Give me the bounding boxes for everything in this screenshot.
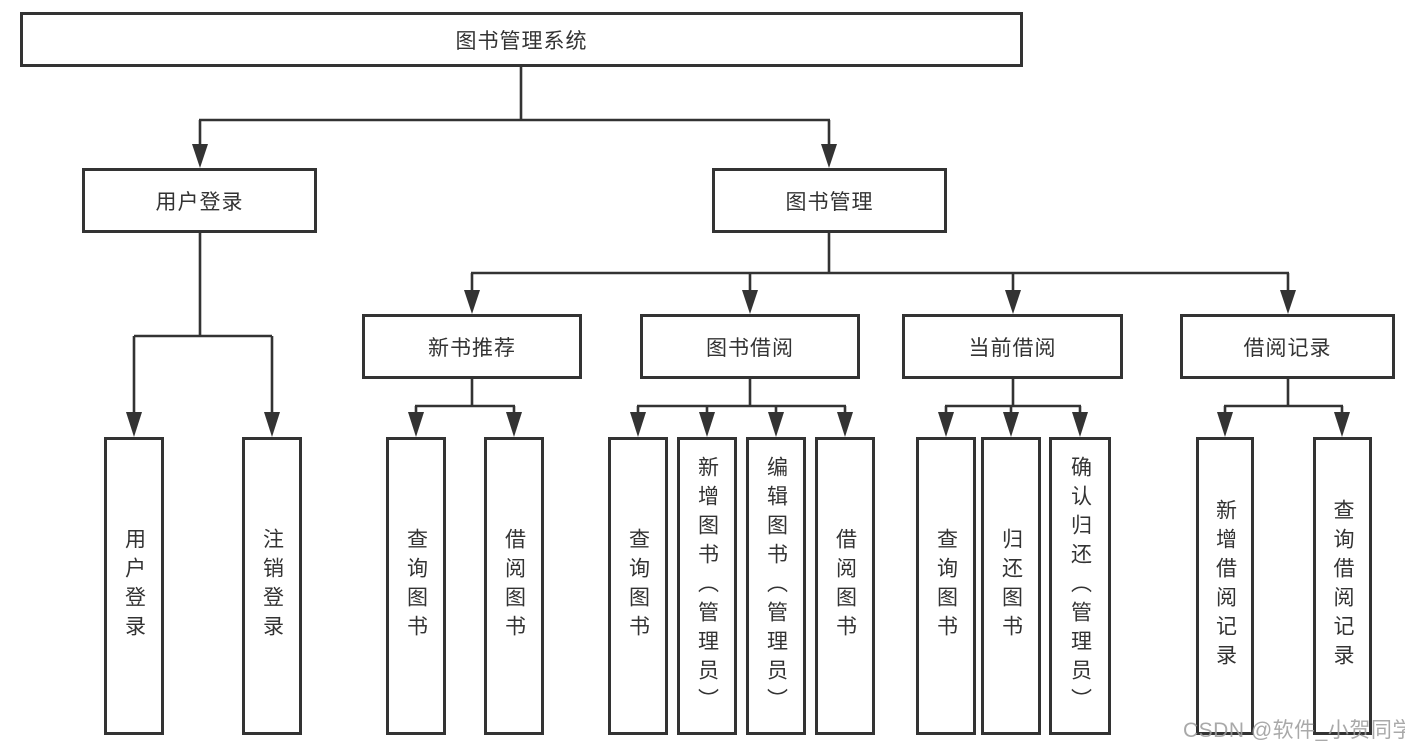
leaf-borrow-book-recommend: 借阅图书 — [484, 437, 544, 735]
node-user-login: 用户登录 — [82, 168, 317, 233]
leaf-borrow-book-recommend-label: 借阅图书 — [502, 528, 526, 644]
node-borrow-record: 借阅记录 — [1180, 314, 1395, 379]
leaf-query-book-current-label: 查询图书 — [934, 528, 958, 644]
leaf-confirm-return-admin: 确认归还（管理员） — [1049, 437, 1111, 735]
leaf-add-book-admin: 新增图书（管理员） — [677, 437, 737, 735]
leaf-add-book-admin-label: 新增图书（管理员） — [695, 455, 719, 717]
leaf-query-book-recommend-label: 查询图书 — [404, 528, 428, 644]
node-new-book-recommend: 新书推荐 — [362, 314, 582, 379]
leaf-add-borrow-record: 新增借阅记录 — [1196, 437, 1254, 735]
node-root: 图书管理系统 — [20, 12, 1023, 67]
leaf-query-book-recommend: 查询图书 — [386, 437, 446, 735]
leaf-logout: 注销登录 — [242, 437, 302, 735]
leaf-query-book-current: 查询图书 — [916, 437, 976, 735]
leaf-edit-book-admin-label: 编辑图书（管理员） — [764, 455, 788, 717]
leaf-borrow-book-label: 借阅图书 — [833, 528, 857, 644]
leaf-query-book-borrow: 查询图书 — [608, 437, 668, 735]
watermark: CSDN @软件_小贺同学 — [1183, 719, 1405, 742]
node-book-management: 图书管理 — [712, 168, 947, 233]
node-current-borrow: 当前借阅 — [902, 314, 1123, 379]
node-book-borrow: 图书借阅 — [640, 314, 860, 379]
leaf-user-login: 用户登录 — [104, 437, 164, 735]
leaf-query-borrow-record: 查询借阅记录 — [1313, 437, 1372, 735]
leaf-return-book: 归还图书 — [981, 437, 1041, 735]
leaf-query-book-borrow-label: 查询图书 — [626, 528, 650, 644]
leaf-confirm-return-admin-label: 确认归还（管理员） — [1068, 455, 1092, 717]
leaf-return-book-label: 归还图书 — [999, 528, 1023, 644]
leaf-edit-book-admin: 编辑图书（管理员） — [746, 437, 806, 735]
leaf-add-borrow-record-label: 新增借阅记录 — [1213, 499, 1237, 673]
leaf-user-login-label: 用户登录 — [122, 528, 146, 644]
leaf-query-borrow-record-label: 查询借阅记录 — [1331, 499, 1354, 673]
leaf-borrow-book: 借阅图书 — [815, 437, 875, 735]
leaf-logout-label: 注销登录 — [260, 528, 284, 644]
